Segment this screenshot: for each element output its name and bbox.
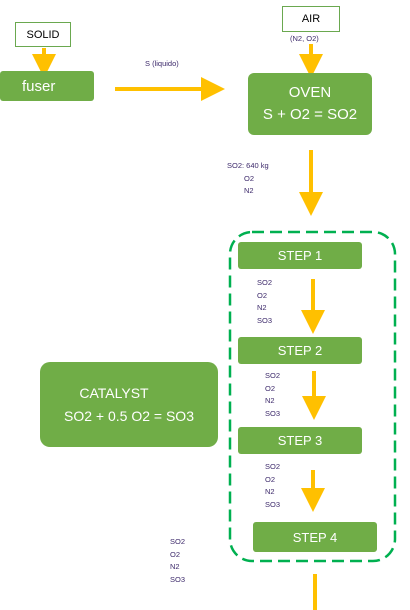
step2-outflow-label: SO2 O2 N2 SO3 xyxy=(265,370,280,420)
step2-outflow-n2: N2 xyxy=(265,396,275,405)
air-label: AIR xyxy=(301,13,321,25)
step2-node: STEP 2 xyxy=(238,337,362,364)
step2-outflow-o2: O2 xyxy=(265,383,276,393)
catalyst-reaction: SO2 + 0.5 O2 = SO3 xyxy=(64,407,194,424)
step1-outflow-label: SO2 O2 N2 SO3 xyxy=(257,277,272,327)
step3-outflow-n2: N2 xyxy=(265,487,275,496)
step3-outflow-o2: O2 xyxy=(265,474,276,484)
air-composition: (N2, O2) xyxy=(290,34,319,43)
step1-node: STEP 1 xyxy=(238,242,362,269)
step4-outflow-label: SO2 O2 N2 SO3 xyxy=(170,536,185,586)
step4-outflow-so3: SO3 xyxy=(170,574,186,584)
oven-outflow-n2: N2 xyxy=(244,186,254,195)
step4-label: STEP 4 xyxy=(292,529,338,545)
catalyst-reactor-group xyxy=(228,230,397,563)
step1-label: STEP 1 xyxy=(277,248,323,263)
step4-outflow-n2: N2 xyxy=(170,562,180,571)
step2-label: STEP 2 xyxy=(277,343,323,358)
oven-outflow-so2: SO2: 640 kg xyxy=(227,161,269,170)
oven-outflow-label: SO2: 640 kg O2 N2 xyxy=(227,160,269,198)
oven-reaction: S + O2 = SO2 xyxy=(262,106,358,123)
step4-outflow-o2: O2 xyxy=(170,549,181,559)
fuser-to-oven-label: S (liquido) xyxy=(145,59,179,68)
step3-node: STEP 3 xyxy=(238,427,362,454)
step2-outflow-so3: SO3 xyxy=(265,408,281,418)
step2-outflow-so2: SO2 xyxy=(265,371,281,380)
step1-outflow-so2: SO2 xyxy=(257,278,273,287)
step1-outflow-so3: SO3 xyxy=(257,315,273,325)
air-node: AIR xyxy=(282,6,340,32)
catalyst-node: CATALYST SO2 + 0.5 O2 = SO3 xyxy=(40,362,218,447)
oven-outflow-o2: O2 xyxy=(244,173,255,183)
oven-title: OVEN xyxy=(288,84,332,101)
catalyst-title: CATALYST xyxy=(79,384,149,401)
step1-outflow-o2: O2 xyxy=(257,290,268,300)
fuser-node: fuser xyxy=(0,71,94,101)
oven-node: OVEN S + O2 = SO2 xyxy=(248,73,372,135)
solid-label: SOLID xyxy=(26,28,60,41)
step3-label: STEP 3 xyxy=(277,433,323,448)
step3-outflow-so2: SO2 xyxy=(265,462,281,471)
solid-node: SOLID xyxy=(15,22,71,47)
fuser-label: fuser xyxy=(22,77,56,95)
step1-outflow-n2: N2 xyxy=(257,303,267,312)
step4-node: STEP 4 xyxy=(253,522,377,552)
step4-outflow-so2: SO2 xyxy=(170,537,186,546)
step3-outflow-so3: SO3 xyxy=(265,499,281,509)
step3-outflow-label: SO2 O2 N2 SO3 xyxy=(265,461,280,511)
